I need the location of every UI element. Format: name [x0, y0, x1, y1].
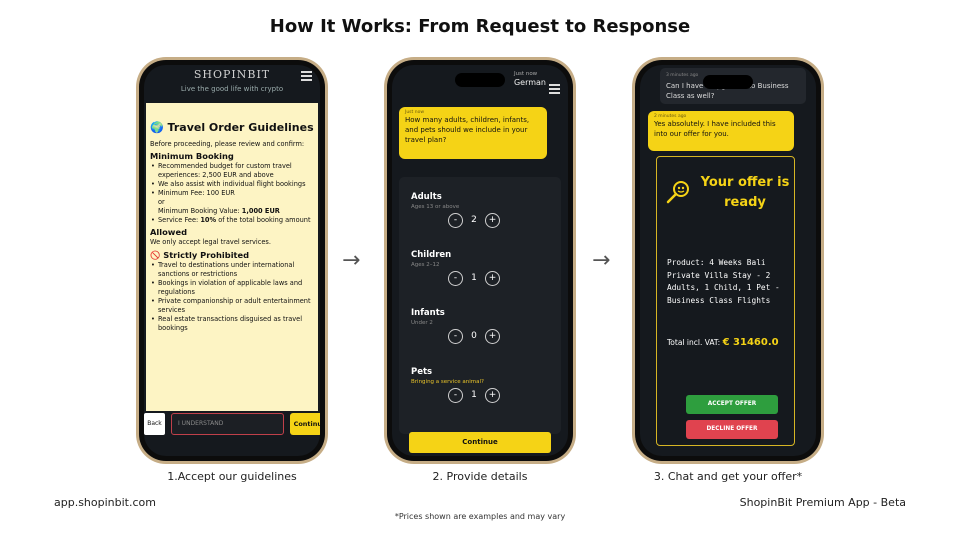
prohibited-icon: 🚫 [150, 250, 161, 260]
minus-button[interactable]: - [448, 329, 463, 344]
plus-button[interactable]: + [485, 388, 500, 403]
offer-card: Your offer is ready Product: 4 Weeks Bal… [656, 156, 795, 446]
stepper-value: 1 [471, 390, 477, 400]
allowed-text: We only accept legal travel services. [150, 238, 271, 246]
list-item: Real estate transactions disguised as tr… [150, 315, 314, 333]
prohibited-title: 🚫 Strictly Prohibited [150, 250, 250, 260]
phone-details: Just now German Just now How many adults… [384, 57, 576, 464]
page-title: How It Works: From Request to Response [269, 16, 691, 37]
arrow-right-icon: → [592, 248, 611, 273]
caption-step-2: 2. Provide details [432, 470, 528, 483]
offer-total: Total incl. VAT: € 31460.0 [667, 337, 779, 348]
guidelines-intro: Before proceeding, please review and con… [150, 140, 305, 148]
footer-url: app.shopinbit.com [54, 496, 156, 509]
screen-offer: 3 minutes ago Can I have it upgraded to … [640, 65, 816, 456]
stepper-value: 0 [471, 331, 477, 341]
caption-step-3: 3. Chat and get your offer* [653, 470, 803, 483]
understand-input[interactable]: I UNDERSTAND [171, 413, 284, 435]
infants-stepper: -0 + [448, 329, 500, 344]
list-item: Private companionship or adult entertain… [150, 297, 314, 315]
plus-button[interactable]: + [485, 213, 500, 228]
menu-icon[interactable] [549, 84, 560, 94]
brand-tagline: Live the good life with crypto [180, 85, 284, 93]
language-label: German [513, 78, 546, 87]
list-item: We also assist with individual flight bo… [150, 180, 314, 189]
header-status: Just now German [513, 71, 546, 87]
allowed-title: Allowed [150, 227, 188, 237]
screen-guidelines: SHOPINBIT Live the good life with crypto… [144, 65, 320, 456]
guidelines-actions: Back I UNDERSTAND Continue [144, 413, 320, 441]
list-item: Service Fee: 10% of the total booking am… [150, 216, 314, 225]
tennis-racket-icon [666, 181, 689, 204]
continue-button[interactable]: Continue [290, 413, 320, 435]
globe-icon: 🌍 [150, 121, 164, 134]
dynamic-island [703, 75, 753, 89]
list-item: Travel to destinations under internation… [150, 261, 314, 279]
stepper-value: 2 [471, 215, 477, 225]
minimum-booking-title: Minimum Booking [150, 151, 234, 161]
plus-button[interactable]: + [485, 271, 500, 286]
plus-button[interactable]: + [485, 329, 500, 344]
accept-offer-button[interactable]: ACCEPT OFFER [686, 395, 778, 414]
prohibited-list: Travel to destinations under internation… [150, 261, 314, 333]
minus-button[interactable]: - [448, 213, 463, 228]
pets-stepper: -1 + [448, 388, 500, 403]
dynamic-island [455, 73, 505, 87]
assistant-reply: 2 minutes ago Yes absolutely. I have inc… [648, 111, 794, 151]
offer-product: Product: 4 Weeks Bali Private Villa Stay… [667, 258, 780, 305]
guidelines-panel: 🌍 Travel Order Guidelines Before proceed… [146, 103, 318, 411]
adults-stepper: -2 + [448, 213, 500, 228]
phone-offer: 3 minutes ago Can I have it upgraded to … [632, 57, 824, 464]
minus-button[interactable]: - [448, 271, 463, 286]
footnote: *Prices shown are examples and may vary [394, 512, 566, 521]
phone-guidelines: SHOPINBIT Live the good life with crypto… [136, 57, 328, 464]
decline-offer-button[interactable]: DECLINE OFFER [686, 420, 778, 439]
minimum-booking-list: Recommended budget for custom travel exp… [150, 162, 314, 225]
assistant-message: Just now How many adults, children, infa… [399, 107, 547, 159]
arrow-right-icon: → [342, 248, 361, 273]
minus-button[interactable]: - [448, 388, 463, 403]
stepper-value: 1 [471, 273, 477, 283]
menu-icon[interactable] [301, 71, 312, 81]
back-button[interactable]: Back [144, 413, 165, 435]
screen-details: Just now German Just now How many adults… [392, 65, 568, 456]
continue-button[interactable]: Continue [409, 432, 551, 453]
list-item: Recommended budget for custom travel exp… [150, 162, 314, 180]
caption-step-1: 1.Accept our guidelines [167, 470, 297, 483]
offer-title: Your offer is ready [700, 175, 790, 210]
brand-logo: SHOPINBIT [193, 68, 271, 81]
children-stepper: -1 + [448, 271, 500, 286]
offer-price: € 31460.0 [722, 337, 779, 348]
guidelines-heading: 🌍 Travel Order Guidelines [150, 121, 314, 134]
list-item: Bookings in violation of applicable laws… [150, 279, 314, 297]
footer-app-name: ShopinBit Premium App - Beta [739, 496, 906, 509]
